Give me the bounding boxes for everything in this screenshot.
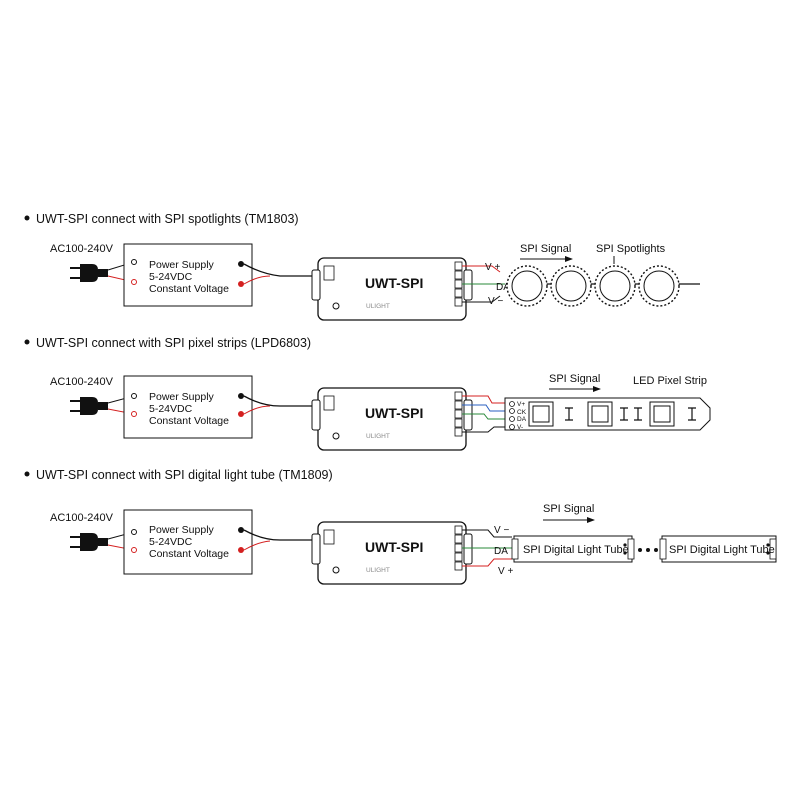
- load-label: SPI Spotlights: [596, 243, 666, 255]
- strip-pin-da: DA: [517, 416, 527, 423]
- controller-box: UWT-SPI ULIGHT: [311, 521, 473, 585]
- section-light-tube: UWT-SPI connect with SPI digital light t…: [24, 468, 777, 585]
- brand-logo: ULIGHT: [366, 303, 390, 310]
- psu-label-2: 5-24VDC: [149, 403, 193, 415]
- brand-logo: ULIGHT: [366, 567, 390, 574]
- load-label: LED Pixel Strip: [633, 375, 707, 387]
- tube-label: SPI Digital Light Tube: [669, 544, 775, 556]
- power-supply-box: Power Supply 5-24VDC Constant Voltage: [123, 509, 253, 575]
- signal-label: SPI Signal: [543, 503, 594, 515]
- bullet-icon: [24, 215, 30, 221]
- power-plug-icon: [70, 261, 135, 283]
- controller-label: UWT-SPI: [365, 405, 423, 421]
- section-heading: UWT-SPI connect with SPI spotlights (TM1…: [36, 212, 299, 226]
- light-tube: SPI Digital Light Tube: [659, 535, 777, 563]
- wire-vplus-label: V +: [498, 566, 513, 577]
- controller-box: UWT-SPI ULIGHT: [311, 387, 473, 451]
- controller-label: UWT-SPI: [365, 275, 423, 291]
- psu-label-1: Power Supply: [149, 259, 215, 271]
- psu-label-3: Constant Voltage: [149, 283, 229, 295]
- strip-pin-ck: CK: [517, 409, 527, 416]
- strip-pin-vminus: V-: [517, 424, 523, 431]
- ac-input-label: AC100-240V: [50, 243, 114, 255]
- psu-label-3: Constant Voltage: [149, 548, 229, 560]
- brand-logo: ULIGHT: [366, 433, 390, 440]
- power-plug-icon: [70, 531, 135, 551]
- light-tube: SPI Digital Light Tube: [511, 535, 635, 563]
- section-spotlights: UWT-SPI connect with SPI spotlights (TM1…: [24, 212, 700, 321]
- psu-label-3: Constant Voltage: [149, 415, 229, 427]
- psu-label-2: 5-24VDC: [149, 271, 193, 283]
- wire-vminus-label: V −: [488, 296, 503, 307]
- signal-label: SPI Signal: [549, 373, 600, 385]
- psu-label-1: Power Supply: [149, 524, 215, 536]
- ac-input-label: AC100-240V: [50, 512, 114, 524]
- wire-vminus-label: V −: [494, 525, 509, 536]
- ac-input-label: AC100-240V: [50, 376, 114, 388]
- wire-vplus-label: V +: [485, 262, 500, 273]
- section-heading: UWT-SPI connect with SPI digital light t…: [36, 468, 333, 482]
- section-pixel-strips: UWT-SPI connect with SPI pixel strips (L…: [24, 336, 711, 451]
- controller-label: UWT-SPI: [365, 539, 423, 555]
- power-supply-box: Power Supply 5-24VDC Constant Voltage: [123, 243, 253, 307]
- section-heading: UWT-SPI connect with SPI pixel strips (L…: [36, 336, 311, 350]
- psu-label-2: 5-24VDC: [149, 536, 193, 548]
- spotlight-chain: [506, 265, 700, 307]
- psu-label-1: Power Supply: [149, 391, 215, 403]
- signal-label: SPI Signal: [520, 243, 571, 255]
- ellipsis-icon: [638, 548, 658, 552]
- controller-box: UWT-SPI ULIGHT: [311, 257, 473, 321]
- power-supply-box: Power Supply 5-24VDC Constant Voltage: [123, 375, 253, 439]
- bullet-icon: [24, 339, 30, 345]
- tube-label: SPI Digital Light Tube: [523, 544, 629, 556]
- wire-data-label: DA: [496, 282, 510, 293]
- led-pixel-strip: V+ CK DA V-: [504, 397, 711, 431]
- wire-data-label: DA: [494, 546, 508, 557]
- strip-pin-vplus: V+: [517, 401, 525, 408]
- bullet-icon: [24, 471, 30, 477]
